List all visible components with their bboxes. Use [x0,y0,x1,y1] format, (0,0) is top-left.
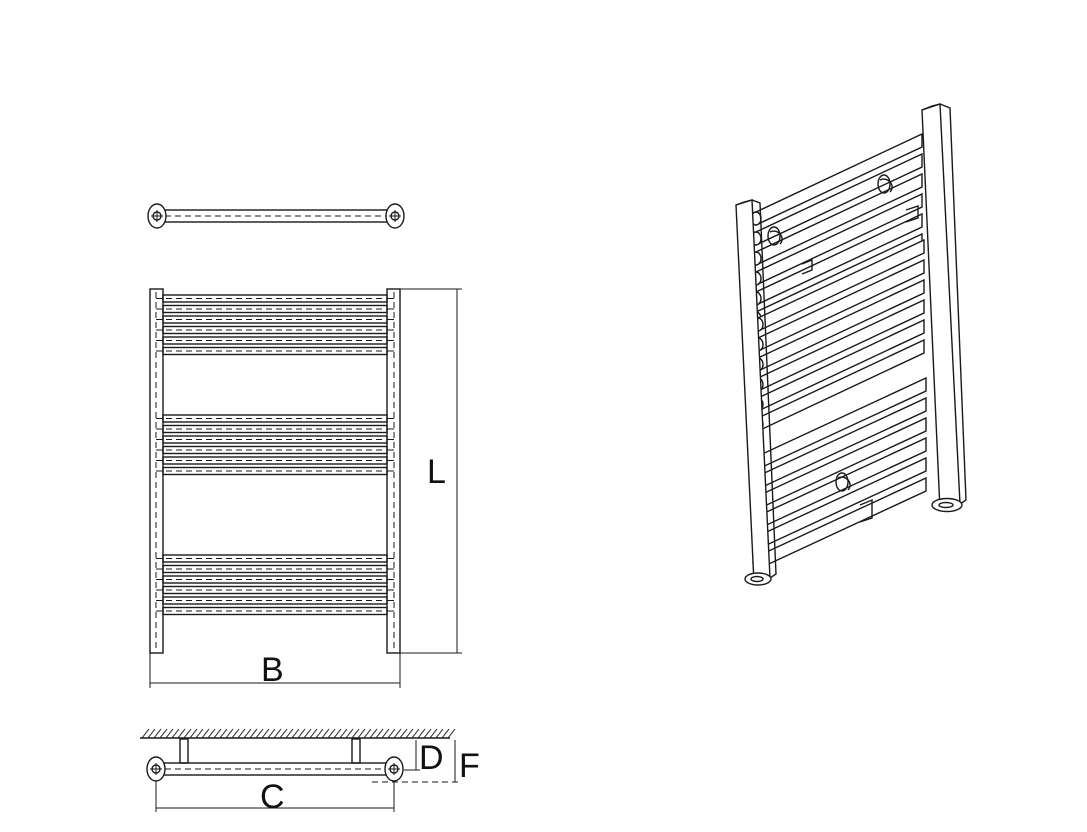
hatch-stroke [201,728,210,739]
hatch-stroke [225,728,234,739]
hatch-stroke [393,728,402,739]
hatch-stroke [177,728,186,739]
hatch-stroke [309,728,318,739]
hatch-stroke [159,728,168,739]
hatch-stroke [351,728,360,739]
hatch-stroke [171,728,180,739]
dimension-f-label: F [459,747,480,785]
dimension-c-label: C [260,778,285,816]
hatch-stroke [237,728,246,739]
right-bracket [351,738,361,764]
hatch-stroke [285,728,294,739]
wall-hatch [141,728,456,739]
hatch-stroke [357,728,366,739]
hatch-stroke [207,728,216,739]
hatch-stroke [291,728,300,739]
dimension-l-label: L [427,453,446,491]
isometric-view [735,103,967,586]
hatch-stroke [399,728,408,739]
hatch-stroke [243,728,252,739]
hatch-stroke [315,728,324,739]
dimension-d-label: D [419,739,444,777]
hatch-stroke [441,728,450,739]
hatch-stroke [375,728,384,739]
hatch-stroke [195,728,204,739]
wall-view: C D F [140,728,480,816]
hatch-stroke [321,728,330,739]
dimension-b-label: B [261,651,284,689]
hatch-stroke [273,728,282,739]
hatch-stroke [429,728,438,739]
hatch-stroke [333,728,342,739]
iso-bars [750,132,927,571]
hatch-stroke [447,728,456,739]
hatch-stroke [423,728,432,739]
dimension-b: B [149,651,401,689]
hatch-stroke [297,728,306,739]
hatch-stroke [153,728,162,739]
hatch-stroke [387,728,396,739]
hatch-stroke [435,728,444,739]
front-view [149,288,401,654]
hatch-stroke [381,728,390,739]
hatch-stroke [363,728,372,739]
hatch-stroke [219,728,228,739]
hatch-stroke [183,728,192,739]
bracket-lower [835,472,851,492]
left-bracket [179,738,189,764]
bracket-upper-left [767,226,783,246]
hatch-stroke [267,728,276,739]
hatch-stroke [417,728,426,739]
front-bars [156,294,394,616]
hatch-stroke [261,728,270,739]
hatch-stroke [327,728,336,739]
hatch-stroke [303,728,312,739]
top-view [147,203,405,229]
hatch-stroke [189,728,198,739]
hatch-stroke [411,728,420,739]
hatch-stroke [405,728,414,739]
hatch-stroke [231,728,240,739]
bracket-upper-right [877,174,893,194]
hatch-stroke [249,728,258,739]
hatch-stroke [147,728,156,739]
hatch-stroke [213,728,222,739]
hatch-stroke [369,728,378,739]
hatch-stroke [345,728,354,739]
dimension-l: L [400,288,462,654]
hatch-stroke [165,728,174,739]
hatch-stroke [141,728,150,739]
hatch-stroke [339,728,348,739]
hatch-stroke [279,728,288,739]
hatch-stroke [255,728,264,739]
